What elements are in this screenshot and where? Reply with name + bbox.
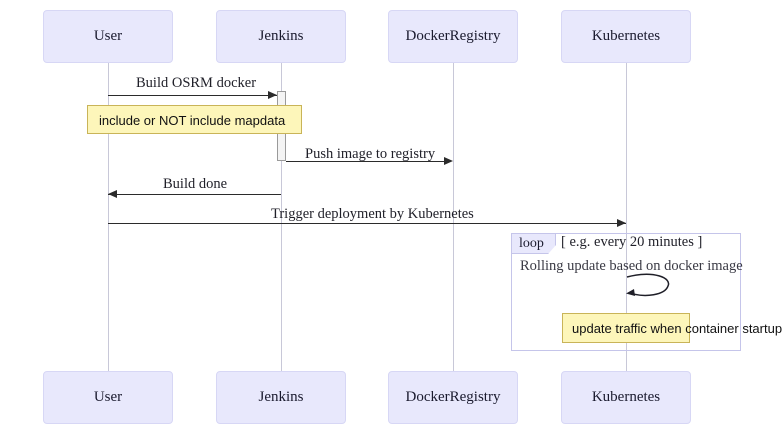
- message-line-push-image-to-registry: [286, 161, 444, 162]
- participant-dockerregistry-top[interactable]: DockerRegistry: [388, 10, 518, 63]
- message-label-build-osrm-docker: Build OSRM docker: [136, 75, 257, 91]
- message-label-push-image-to-registry: Push image to registry: [305, 146, 436, 162]
- note-include-mapdata: [87, 105, 302, 134]
- arrow-head-build-osrm-docker: [268, 90, 277, 99]
- participant-kubernetes-bottom[interactable]: Kubernetes: [561, 371, 691, 424]
- loop-condition-label: [ e.g. every 20 minutes ]: [561, 234, 703, 250]
- lifeline-jenkins: [281, 63, 282, 371]
- message-label-build-done: Build done: [163, 176, 228, 192]
- loop-fragment-tag: loop: [512, 234, 556, 254]
- participant-label: User: [93, 389, 123, 405]
- self-message-loop-arrow: [626, 273, 670, 297]
- participant-label: DockerRegistry: [405, 28, 501, 44]
- participant-label: Kubernetes: [591, 389, 661, 405]
- arrow-head-trigger-deployment: [617, 218, 626, 227]
- participant-label: User: [93, 28, 123, 44]
- participant-dockerregistry-bottom[interactable]: DockerRegistry: [388, 371, 518, 424]
- message-line-build-done: [108, 194, 281, 195]
- lifeline-kubernetes: [626, 63, 627, 371]
- participant-label: Kubernetes: [591, 28, 661, 44]
- message-label-trigger-deployment: Trigger deployment by Kubernetes: [271, 206, 474, 222]
- message-line-build-osrm-docker: [108, 95, 277, 96]
- lifeline-dockerregistry: [453, 63, 454, 371]
- lifeline-user: [108, 63, 109, 371]
- note-text-include-mapdata: include or NOT include mapdata: [99, 113, 286, 128]
- loop-fragment: [511, 233, 741, 351]
- participant-label: DockerRegistry: [405, 389, 501, 405]
- participant-jenkins-bottom[interactable]: Jenkins: [216, 371, 346, 424]
- participant-label: Jenkins: [258, 28, 304, 44]
- loop-keyword-label: loop: [519, 235, 544, 251]
- self-message-label-rolling-update: Rolling update based on docker image: [520, 258, 743, 274]
- participant-user-top[interactable]: User: [43, 10, 173, 63]
- arrow-head-push-image-to-registry: [444, 156, 453, 165]
- participant-user-bottom[interactable]: User: [43, 371, 173, 424]
- note-text-update-traffic: update traffic when container startup: [572, 321, 783, 336]
- arrow-head-build-done: [108, 189, 117, 198]
- participant-label: Jenkins: [258, 389, 304, 405]
- participant-jenkins-top[interactable]: Jenkins: [216, 10, 346, 63]
- message-line-trigger-deployment: [108, 223, 626, 224]
- participant-kubernetes-top[interactable]: Kubernetes: [561, 10, 691, 63]
- note-update-traffic: [562, 313, 690, 343]
